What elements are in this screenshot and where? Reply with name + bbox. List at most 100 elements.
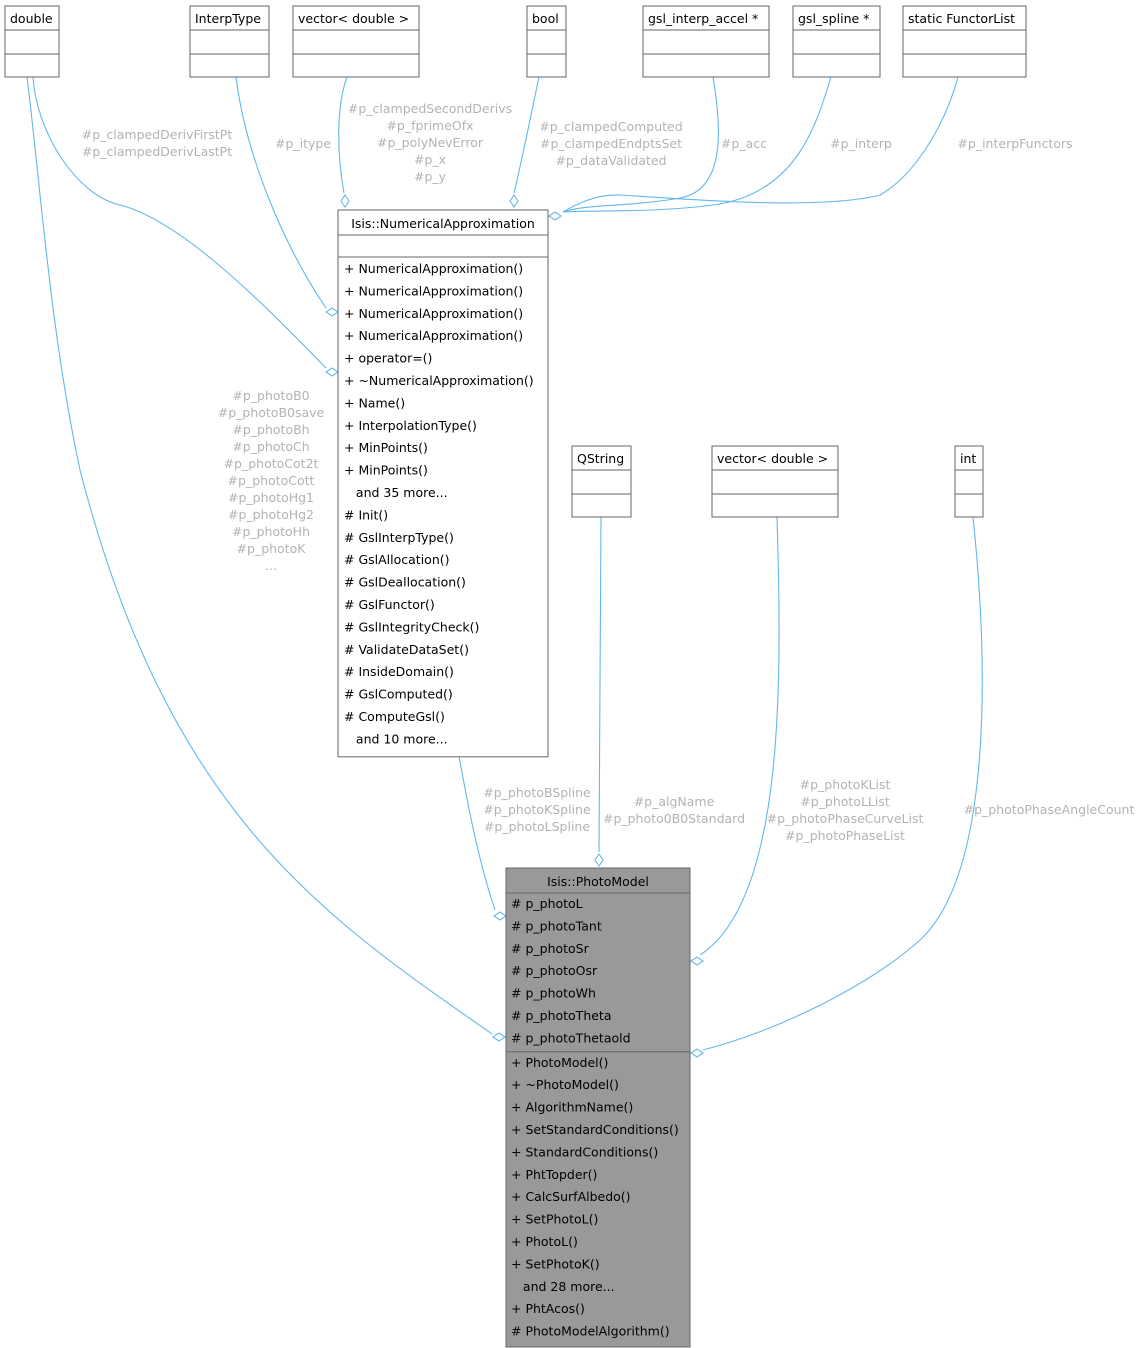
attribute-item: # p_photoL: [511, 896, 583, 911]
aggregation-diamond-vector-pm: [690, 956, 704, 966]
method-item: + ~PhotoModel(): [511, 1077, 619, 1092]
class-box-title: gsl_spline *: [798, 11, 869, 26]
edge-label-vector_na: #p_clampedSecondDerivs: [348, 101, 512, 116]
edge-label-double_pm: #p_photoHg1: [228, 490, 314, 505]
edge-label-na_pm: #p_photoBSpline: [483, 785, 591, 800]
edge-label-double_pm: #p_photoB0: [232, 388, 309, 403]
method-item: + SetPhotoK(): [511, 1256, 600, 1271]
edge-label-double_pm: #p_photoHg2: [228, 507, 314, 522]
edge-label-vector_na: #p_fprimeOfx: [386, 118, 473, 133]
method-item: + InterpolationType(): [344, 418, 477, 433]
method-item: + StandardConditions(): [511, 1144, 658, 1159]
aggregation-diamond-vector-na: [340, 194, 350, 208]
class-box-title: Isis::PhotoModel: [547, 874, 649, 889]
edge-label-vector_pm: #p_photoKList: [800, 777, 891, 792]
class-box-numerical-approximation[interactable]: Isis::NumericalApproximation+ NumericalA…: [337, 209, 549, 758]
class-box-bool[interactable]: bool: [526, 5, 567, 78]
method-item: + NumericalApproximation(): [344, 306, 523, 321]
edge-label-layer: #p_clampedDerivFirstPt#p_clampedDerivLas…: [82, 101, 1135, 843]
class-box-frame: [792, 5, 881, 78]
class-box-frame: [571, 445, 632, 518]
class-box-photo-model[interactable]: Isis::PhotoModel# p_photoL# p_photoTant#…: [505, 867, 691, 1348]
edge-accel-to-numerical-approximation: [562, 76, 719, 213]
edge-qstring-to-photo-model: [598, 516, 602, 853]
method-item: # GslAllocation(): [344, 552, 450, 567]
class-box-frame: [526, 5, 567, 78]
edge-label-qstring_pm: #p_photo0B0Standard: [603, 811, 745, 826]
edge-layer: [26, 76, 983, 1058]
method-item: + Name(): [344, 395, 405, 410]
edge-label-spline_na: #p_interp: [830, 136, 892, 151]
edge-label-vector_pm: #p_photoPhaseCurveList: [767, 811, 924, 826]
edge-label-vector_na: #p_x: [414, 152, 446, 167]
aggregation-diamond-na-pm: [493, 911, 507, 921]
class-box-title: double: [10, 11, 53, 26]
class-box-title: int: [960, 451, 976, 466]
edge-label-double_pm: #p_photoCott: [228, 473, 315, 488]
edge-double-to-photo-model: [26, 76, 493, 1035]
aggregation-diamond-interptype-na: [325, 307, 339, 317]
edge-label-vector_pm: #p_photoLList: [800, 794, 890, 809]
edge-label-double_pm: ...: [265, 558, 277, 573]
aggregation-diamond-bool-na: [509, 194, 519, 208]
attribute-item: # p_photoWh: [511, 986, 596, 1001]
method-item: # GslComputed(): [344, 687, 453, 702]
method-item: + NumericalApproximation(): [344, 261, 523, 276]
edge-label-double_pm: #p_photoCot2t: [224, 456, 319, 471]
method-item: and 10 more...: [344, 731, 448, 746]
method-item: # PhotoModelAlgorithm(): [511, 1324, 670, 1339]
method-item: # GslIntegrityCheck(): [344, 619, 479, 634]
edge-label-bool_na: #p_dataValidated: [555, 153, 666, 168]
edge-bool-to-numerical-approximation: [513, 76, 540, 194]
edge-label-double_pm: #p_photoCh: [232, 439, 309, 454]
class-box-vector_double_top[interactable]: vector< double >: [292, 5, 420, 78]
class-box-gsl_spline[interactable]: gsl_spline *: [792, 5, 881, 78]
edge-label-interptype_na: #p_itype: [275, 136, 331, 151]
edge-label-qstring_pm: #p_algName: [634, 794, 715, 809]
edge-label-vector_na: #p_y: [414, 169, 447, 184]
aggregation-diamond-int-pm: [690, 1048, 704, 1058]
method-item: + AlgorithmName(): [511, 1100, 633, 1115]
edge-label-double_pm: #p_photoB0save: [218, 405, 325, 420]
method-item: # Init(): [344, 507, 388, 522]
method-item: + PhtTopder(): [511, 1167, 597, 1182]
class-box-frame: [292, 5, 420, 78]
class-box-frame: [954, 445, 984, 518]
method-item: and 28 more...: [511, 1279, 615, 1294]
class-box-title: bool: [532, 11, 559, 26]
class-box-vector_double_mid[interactable]: vector< double >: [711, 445, 839, 518]
edge-spline-to-numerical-approximation: [562, 76, 832, 213]
aggregation-diamond-qstring-pm: [594, 853, 604, 867]
class-box-title: Isis::NumericalApproximation: [351, 216, 535, 231]
class-box-interptype[interactable]: InterpType: [189, 5, 270, 78]
class-box-frame: [4, 5, 60, 78]
class-box-title: vector< double >: [298, 11, 409, 26]
edge-label-vector_pm: #p_photoPhaseList: [785, 828, 905, 843]
class-box-frame: [902, 5, 1027, 78]
method-item: + SetStandardConditions(): [511, 1122, 679, 1137]
edge-vector-to-numerical-approximation: [338, 76, 348, 194]
edge-label-double_pm: #p_photoHh: [232, 524, 310, 539]
class-box-title: static FunctorList: [908, 11, 1015, 26]
class-box-gsl_interp_accel[interactable]: gsl_interp_accel *: [642, 5, 770, 78]
class-box-title: vector< double >: [717, 451, 828, 466]
aggregation-diamond-refs-na: [548, 211, 562, 221]
aggregation-diamond-double-pm: [492, 1032, 506, 1042]
class-box-title: gsl_interp_accel *: [648, 11, 758, 26]
edge-double-to-numerical-approximation: [32, 76, 327, 369]
method-item: # GslDeallocation(): [344, 575, 466, 590]
method-item: + MinPoints(): [344, 440, 428, 455]
class-box-qstring[interactable]: QString: [571, 445, 632, 518]
edge-label-double_pm: #p_photoBh: [232, 422, 309, 437]
class-box-frame: [642, 5, 770, 78]
class-box-double[interactable]: double: [4, 5, 60, 78]
method-item: # GslFunctor(): [344, 597, 435, 612]
method-item: + SetPhotoL(): [511, 1212, 598, 1227]
attribute-item: # p_photoOsr: [511, 963, 598, 978]
class-box-int[interactable]: int: [954, 445, 984, 518]
aggregation-diamond-double-na: [325, 367, 339, 377]
class-box-functorlist[interactable]: static FunctorList: [902, 5, 1027, 78]
edge-vector-to-photo-model: [699, 516, 780, 956]
edge-na-to-photo-model: [457, 750, 496, 911]
class-box-frame: [189, 5, 270, 78]
